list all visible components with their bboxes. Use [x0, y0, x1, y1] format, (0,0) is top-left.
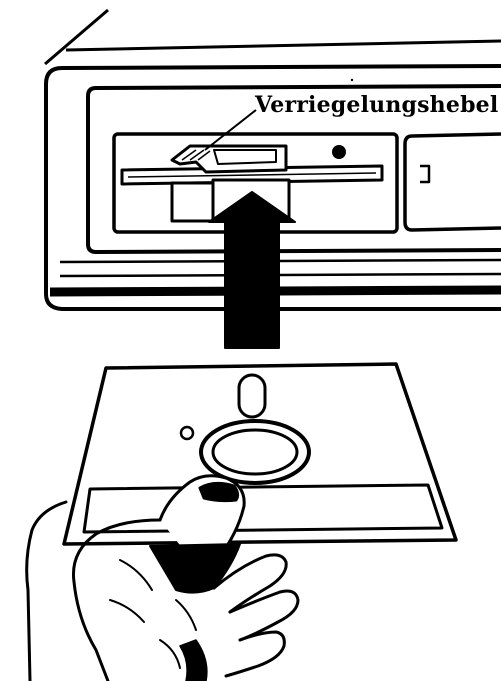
- callout-leader-line: [205, 110, 256, 150]
- drive-activity-led: [332, 145, 346, 159]
- locking-lever-label: Verriegelungshebel: [255, 94, 498, 116]
- insertion-arrow-shape: [209, 192, 295, 348]
- thumb-nail: [200, 483, 238, 500]
- hand-shadow: [150, 544, 240, 593]
- hand-back: [27, 502, 66, 681]
- floppy-disk-jacket: [64, 364, 456, 544]
- drive-cabinet-top-edge: [45, 10, 108, 64]
- drive-bottom-line-2: [60, 274, 501, 276]
- lever-tab-left: [172, 183, 214, 221]
- second-drive-latch: [420, 166, 429, 182]
- drive-slot-inner-line: [128, 173, 376, 177]
- drive-bottom-line: [60, 260, 501, 262]
- small-dot: [351, 79, 353, 81]
- hand-shadow-2: [180, 640, 207, 681]
- drive-cabinet-top-line: [66, 41, 501, 50]
- floppy-disk: [64, 364, 456, 544]
- second-drive-panel: [405, 134, 501, 230]
- insertion-arrow: [209, 192, 295, 348]
- hand-finger-3: [226, 632, 284, 676]
